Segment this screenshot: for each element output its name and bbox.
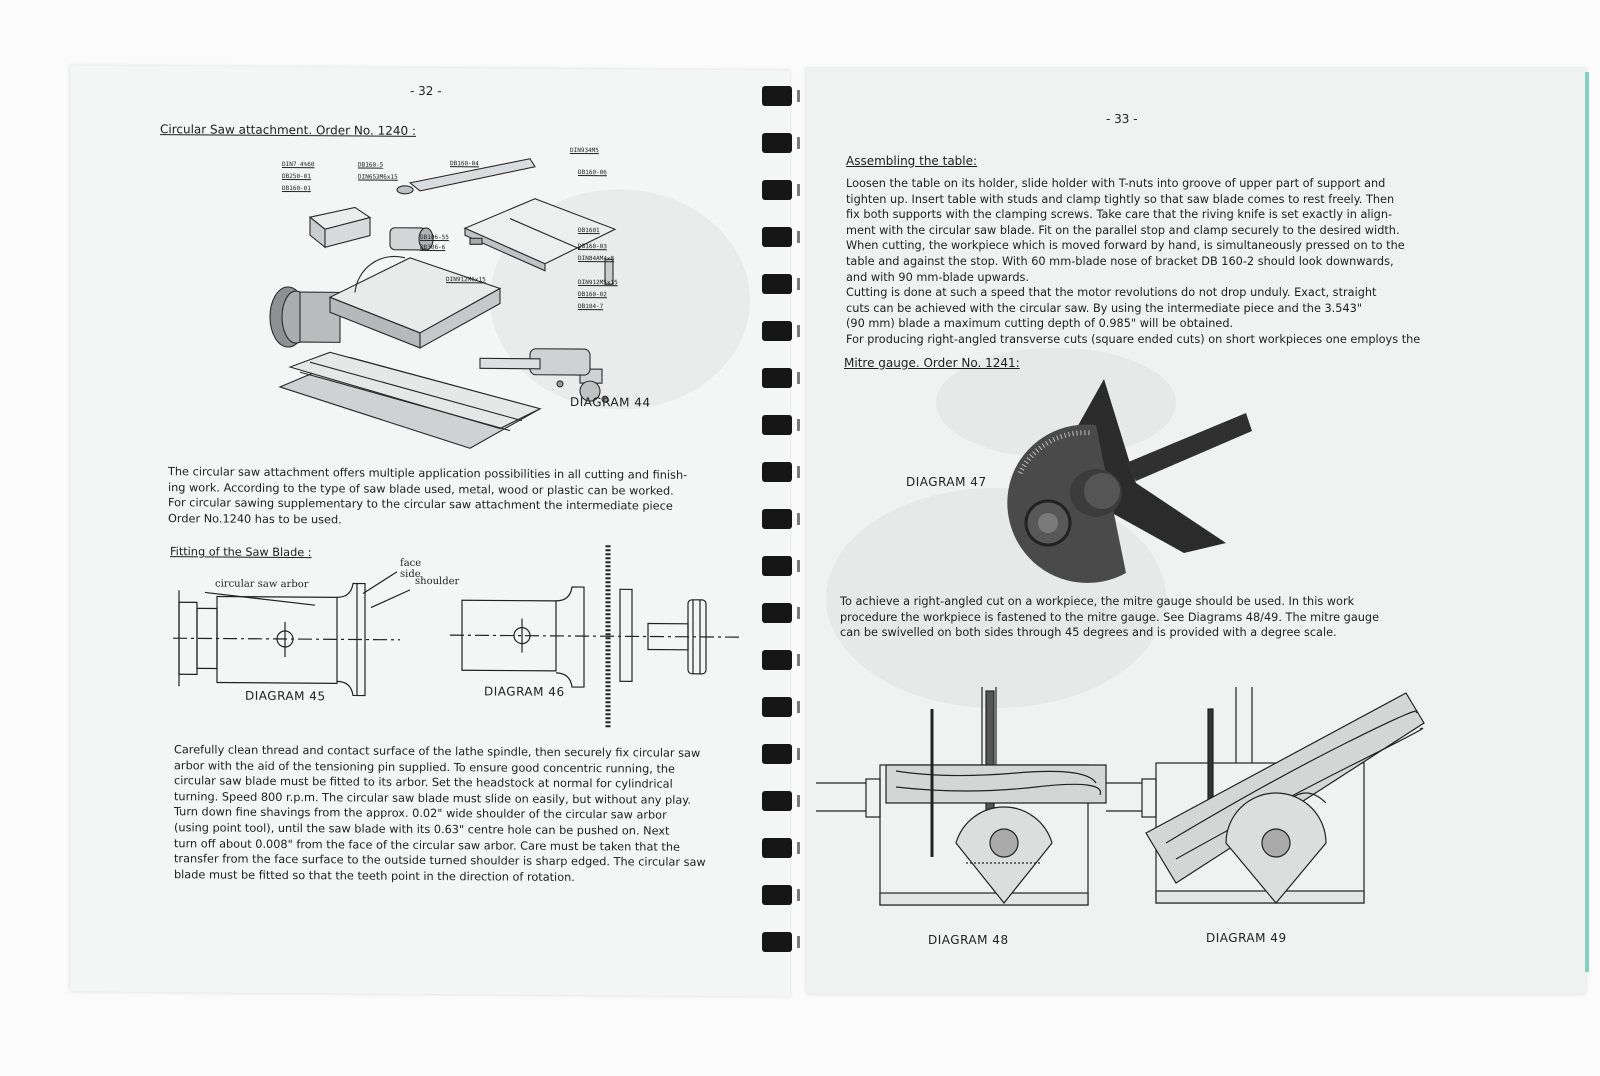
diagram-44-caption: DIAGRAM 44 <box>570 394 651 410</box>
binding-ring <box>762 744 800 764</box>
part-label: DB106-55 <box>420 233 449 242</box>
diagram-47-caption: DIAGRAM 47 <box>906 475 987 489</box>
binding-ring <box>762 885 800 905</box>
part-label: DIN912M6x15 <box>446 276 486 284</box>
assembling-paragraph: Loosen the table on its holder, slide ho… <box>846 177 1421 346</box>
diagram-44-drawing <box>269 158 617 449</box>
diagram-45: circular saw arbor face side shoulder DI… <box>173 558 459 718</box>
assembling-heading: Assembling the table: <box>846 154 978 168</box>
left-page-number: - 32 - <box>410 83 442 99</box>
spiral-binding <box>758 86 800 966</box>
binding-ring <box>762 227 800 247</box>
diagram-49-drawing <box>1106 687 1425 904</box>
diagram-45-caption: DIAGRAM 45 <box>245 688 326 704</box>
diagram-48-caption: DIAGRAM 48 <box>928 933 1009 947</box>
arbor-label: circular saw arbor <box>215 578 309 591</box>
right-page-number: - 33 - <box>1106 112 1138 126</box>
diagram-46: DIAGRAM 46 <box>450 538 750 740</box>
binding-ring <box>762 838 800 858</box>
binding-ring <box>762 932 800 952</box>
binding-ring <box>762 462 800 482</box>
binding-ring <box>762 650 800 670</box>
left-page-title: Circular Saw attachment. Order No. 1240 … <box>160 122 417 138</box>
binding-ring <box>762 180 800 200</box>
part-label: DB104-7 <box>578 303 604 311</box>
fitting-paragraph: Carefully clean thread and contact surfa… <box>174 743 706 884</box>
diagram-49: DIAGRAM 49 <box>1106 683 1426 953</box>
intro-paragraph: The circular saw attachment offers multi… <box>168 465 688 527</box>
mitre-paragraph: To achieve a right-angled cut on a workp… <box>840 595 1380 640</box>
part-label: DIN934M5 <box>570 146 599 155</box>
binding-ring <box>762 321 800 341</box>
part-label: DB160-02 <box>578 291 607 299</box>
part-label: DB160-06 <box>578 169 607 177</box>
part-label: DIN653M6x15 <box>358 173 398 181</box>
diagram-48-drawing <box>816 687 1107 906</box>
part-label: DB160-03 <box>578 243 607 251</box>
diagram-47-drawing <box>1007 379 1252 583</box>
binding-ring <box>762 509 800 529</box>
part-label: DB160-04 <box>450 160 479 168</box>
right-page: - 33 - Assembling the table: Loosen the … <box>806 68 1589 994</box>
left-page: - 32 - Circular Saw attachment. Order No… <box>70 65 790 997</box>
part-label: DB1601 <box>578 227 600 235</box>
part-label: DB250-01 <box>282 172 311 181</box>
diagram-44: DIN7 4%60 DB250-01 DB160-01 DB160-5 DIN6… <box>260 147 680 450</box>
part-label: DIN912M5x15 <box>578 279 618 287</box>
diagram-46-caption: DIAGRAM 46 <box>484 684 565 699</box>
diagram-49-caption: DIAGRAM 49 <box>1206 931 1287 945</box>
fitting-heading: Fitting of the Saw Blade : <box>170 545 312 560</box>
mitre-heading: Mitre gauge. Order No. 1241: <box>844 356 1020 370</box>
diagram-48: DIAGRAM 48 <box>816 683 1107 953</box>
binding-ring <box>762 791 800 811</box>
binding-ring <box>762 556 800 576</box>
part-label: DB160-5 <box>358 161 384 169</box>
binding-ring <box>762 133 800 153</box>
binding-ring <box>762 603 800 623</box>
diagram-47: DIAGRAM 47 <box>896 373 1276 588</box>
binding-ring <box>762 86 800 106</box>
binding-ring <box>762 274 800 294</box>
part-label: DIN84AM4x8 <box>578 255 615 263</box>
binding-ring <box>762 415 800 435</box>
part-label: DIN7 4%60 <box>282 160 315 169</box>
binding-ring <box>762 697 800 717</box>
part-label: DB306-6 <box>420 243 446 252</box>
part-label: DB160-01 <box>282 184 311 193</box>
diagram-46-drawing <box>450 545 740 730</box>
diagram-45-drawing <box>173 571 411 697</box>
binding-ring <box>762 368 800 388</box>
